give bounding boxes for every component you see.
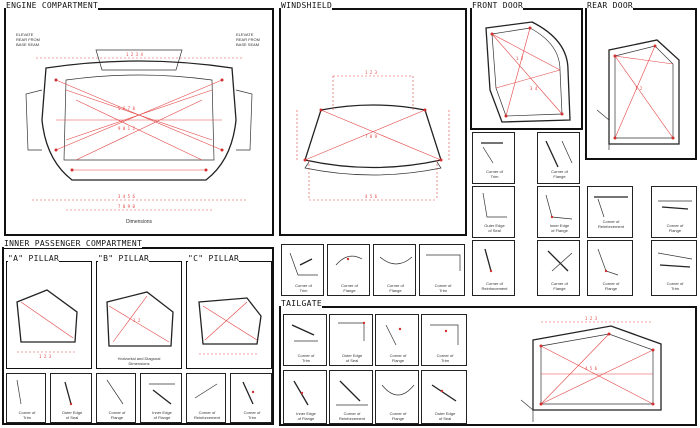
b-pillar-title: "B" PILLAR [98,254,150,263]
c-pillar-title: "C" PILLAR [188,254,240,263]
front-door-detail-3: Outer Edge of Seal [472,186,515,238]
tailgate-detail-5: Corner of Reinforcement [329,370,373,424]
front-door-detail-1: Corner of Trim [472,132,515,184]
windshield-detail-4: Corner of Trim [419,244,465,296]
engine-compartment-diagram: 1 2 3 4 5 6 7 8 9 0 1 2 3 4 5 6 7 8 9 0 [25,49,253,211]
caption: Corner of Trim [434,283,452,293]
tailgate-detail-3: Corner of Flange [375,314,419,366]
a-pillar-subpanel: 1 2 3 [6,261,92,369]
rear-door-detail-1: Corner of Reinforcement [587,186,633,238]
windshield-detail-2: Corner of Flange [327,244,370,296]
caption: Corner of Trim [666,281,684,291]
tailgate-title: TAILGATE [281,299,322,308]
front-door-diagram: 1 2 3 4 [485,21,571,123]
caption: Outer Edge of Seal [341,353,363,363]
passenger-compartment-title: INNER PASSENGER COMPARTMENT [4,239,143,248]
tailgate-detail-1: Corner of Trim [283,314,327,366]
svg-text:1 2 3: 1 2 3 [585,316,598,321]
caption: Corner of Reinforcement [597,219,624,229]
passenger-detail-6: Corner of Trim [230,373,272,423]
engine-compartment-title: ENGINE COMPARTMENT [6,1,99,10]
caption: Corner of Flange [341,283,358,293]
tailgate-detail-6: Corner of Flange [375,370,419,424]
windshield-title: WINDSHIELD [281,1,333,10]
tailgate-diagram: 1 2 3 4 5 6 [520,316,662,422]
b-pillar-subpanel: 1 2 Horizontal and Diagonal Dimensions [96,261,182,369]
passenger-detail-2: Outer Edge of Seal [50,373,92,423]
caption: Corner of Trim [295,283,312,293]
caption: Corner of Reinforcement [481,281,508,291]
front-door-title: FRONT DOOR [472,1,524,10]
front-door-detail-2: Corner of Flange [537,132,580,184]
caption: Inner Edge of Flange [152,410,172,420]
svg-text:5 6 7 8: 5 6 7 8 [118,106,135,111]
passenger-detail-1: Corner of Trim [6,373,46,423]
svg-text:1 2 3 4: 1 2 3 4 [126,52,143,57]
caption: Corner of Reinforcement [338,411,365,421]
c-pillar-subpanel [186,261,272,369]
rear-door-detail-4: Corner of Trim [651,240,697,296]
tailgate-detail-2: Outer Edge of Seal [329,314,373,366]
caption: Corner of Trim [436,353,454,363]
svg-text:3 4: 3 4 [530,86,538,91]
caption: Corner of Flange [389,411,407,421]
caption: Corner of Reinforcement [193,410,220,420]
engine-compartment-panel: 1 2 3 4 5 6 7 8 9 0 1 2 3 4 5 6 7 8 9 0 … [4,8,274,236]
svg-text:1 2 3: 1 2 3 [365,70,378,75]
caption: Inner Edge of Flange [296,411,316,421]
caption: Corner of Trim [18,410,36,420]
tailgate-detail-8: Outer Edge of Seal [421,370,467,424]
caption: Corner of Flange [389,353,407,363]
engine-note-right: ELEVATE REAR FROM BASE SEAM [236,32,260,47]
engine-note-left: ELEVATE REAR FROM BASE SEAM [16,32,40,47]
caption: Corner of Flange [387,283,404,293]
svg-text:7 8 9: 7 8 9 [365,134,378,139]
caption: Outer Edge of Seal [434,411,456,421]
svg-text:7 8 9 0: 7 8 9 0 [118,204,135,209]
tailgate-panel: Corner of Trim Outer Edge of Seal Corner… [279,306,697,426]
svg-text:1 2: 1 2 [635,86,643,91]
tailgate-detail-7: Corner of Trim [421,314,467,366]
front-door-panel: 1 2 3 4 [470,8,583,130]
caption: Corner of Flange [602,281,620,291]
front-door-detail-5: Corner of Reinforcement [472,240,515,296]
rear-door-diagram: 1 2 [596,39,680,150]
svg-text:4 5 6: 4 5 6 [365,194,378,199]
rear-door-detail-2: Corner of Flange [651,186,697,238]
tailgate-detail-4: Inner Edge of Flange [283,370,327,424]
passenger-detail-4: Inner Edge of Flange [140,373,182,423]
caption: Corner of Trim [486,169,503,179]
passenger-detail-5: Corner of Reinforcement [186,373,226,423]
caption: Corner of Flange [551,169,568,179]
caption: Corner of Flange [666,223,684,233]
svg-text:1 2: 1 2 [516,56,524,61]
caption: Inner Edge of Flange [549,223,570,233]
caption: Outer Edge of Seal [61,410,83,420]
engine-bottom-label: Dimensions [125,219,153,225]
caption: Corner of Trim [243,410,261,420]
front-door-detail-6: Corner of Flange [537,240,580,296]
rear-door-detail-3: Corner of Flange [587,240,633,296]
rear-door-panel: 1 2 [585,8,697,160]
windshield-diagram: 1 2 3 4 5 6 7 8 9 [296,70,450,201]
passenger-compartment-panel: 1 2 3 1 2 Horizontal and Diagonal Dimens… [2,247,274,425]
windshield-panel: 1 2 3 4 5 6 7 8 9 [279,8,467,236]
svg-text:1 2 3: 1 2 3 [39,354,52,359]
rear-door-title: REAR DOOR [587,1,634,10]
b-pillar-caption: Horizontal and Diagonal Dimensions [117,356,161,366]
svg-text:9 0 1 2: 9 0 1 2 [118,126,135,131]
caption: Corner of Flange [108,410,126,420]
front-door-detail-4: Inner Edge of Flange [537,186,580,238]
caption: Corner of Flange [551,281,568,291]
windshield-detail-3: Corner of Flange [373,244,416,296]
svg-text:4 5 6: 4 5 6 [585,366,598,371]
passenger-detail-3: Corner of Flange [96,373,136,423]
a-pillar-title: "A" PILLAR [8,254,60,263]
windshield-detail-1: Corner of Trim [281,244,324,296]
caption: Outer Edge of Seal [484,223,505,233]
svg-text:1 2: 1 2 [133,318,141,323]
caption: Corner of Trim [297,353,315,363]
svg-text:3 4 5 6: 3 4 5 6 [118,194,135,199]
